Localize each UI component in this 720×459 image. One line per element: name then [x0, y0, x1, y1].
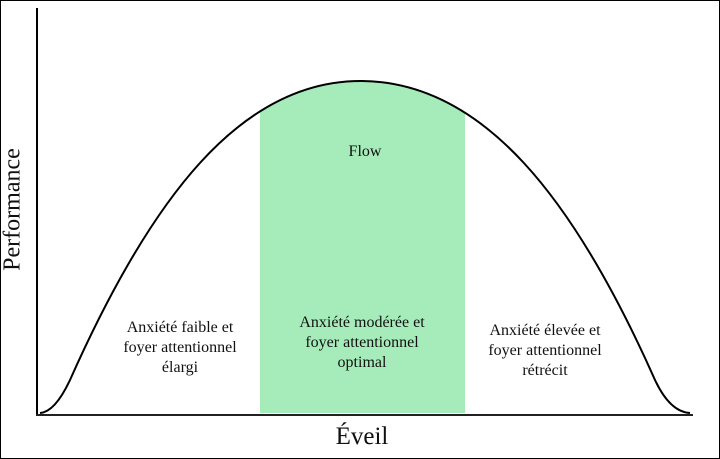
zone-line: Anxiété élevée et — [489, 322, 601, 339]
zone-line: rétrécit — [522, 362, 568, 379]
zone-line: foyer attentionnel — [123, 339, 237, 356]
zone-moderate-anxiety: Anxiété modérée et foyer attentionnel op… — [272, 313, 452, 373]
zone-line: Anxiété modérée et — [299, 314, 425, 331]
x-axis-label: Éveil — [335, 423, 389, 450]
zone-line: élargi — [161, 359, 199, 376]
zone-line: Anxiété faible et — [126, 319, 234, 336]
performance-curve — [39, 79, 691, 414]
zone-line: foyer attentionnel — [305, 334, 419, 351]
flow-zone — [260, 80, 465, 413]
zone-high-anxiety: Anxiété élevée et foyer attentionnel rét… — [465, 321, 625, 381]
zone-line: foyer attentionnel — [488, 342, 602, 359]
zone-low-anxiety: Anxiété faible et foyer attentionnel éla… — [100, 318, 260, 378]
zone-line: optimal — [337, 354, 387, 371]
flow-label: Flow — [348, 143, 382, 160]
y-axis-label: Performance — [0, 148, 26, 271]
